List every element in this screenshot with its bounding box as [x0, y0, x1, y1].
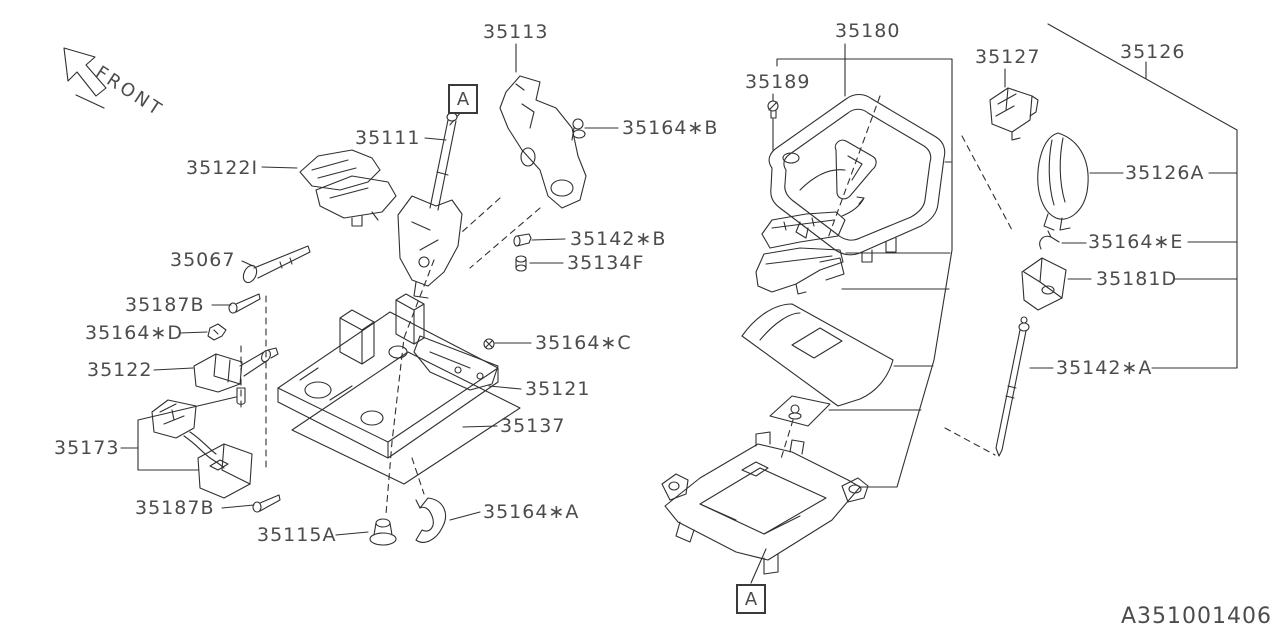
part-label-35187b-lower: 35187B: [135, 497, 215, 519]
part-label-35113: 35113: [483, 21, 549, 43]
part-35181d-drawing: [1022, 258, 1066, 310]
part-35142b-drawing: [514, 234, 531, 246]
part-label-35137: 35137: [500, 415, 566, 437]
pin-drawing: [237, 388, 245, 404]
detail-marker-a-bottom: A: [736, 584, 766, 614]
part-label-35122: 35122: [87, 359, 153, 381]
part-label-35164a: 35164∗A: [483, 501, 580, 523]
part-35180-drawing: [769, 95, 945, 263]
part-35113-drawing: [500, 76, 586, 208]
detail-marker-a-top: A: [448, 84, 478, 114]
part-35164b-drawing: [572, 119, 585, 140]
part-35187b-upper-drawing: [229, 294, 260, 313]
part-label-35067: 35067: [170, 249, 236, 271]
part-35122-drawing: [194, 348, 278, 392]
part-label-35126: 35126: [1120, 41, 1186, 63]
part-35122i-drawing: [300, 150, 396, 226]
part-35127-drawing: [990, 88, 1038, 140]
cover-internal-parts-drawing: [742, 212, 893, 426]
part-label-35142b: 35142∗B: [570, 228, 667, 250]
part-label-35142a: 35142∗A: [1056, 357, 1153, 379]
part-label-35122i: 35122I: [186, 157, 259, 179]
lower-frame-drawing: [662, 432, 868, 574]
part-35115a-drawing: [370, 519, 396, 545]
part-label-35121: 35121: [525, 378, 591, 400]
part-35142a-drawing: [996, 317, 1029, 456]
part-35164a-drawing: [416, 498, 446, 542]
part-label-35164d: 35164∗D: [85, 322, 183, 344]
part-label-35126a: 35126A: [1125, 162, 1205, 184]
front-arrow-icon: [64, 48, 106, 108]
diagram-code: A351001406: [1120, 604, 1272, 629]
dashed-assembly-lines: [241, 96, 1012, 514]
part-label-35189: 35189: [745, 71, 811, 93]
part-35173-drawing: [152, 400, 252, 498]
part-label-35115a: 35115A: [257, 524, 337, 546]
part-label-35187b-upper: 35187B: [125, 294, 205, 316]
part-35126a-drawing: [1038, 133, 1088, 230]
part-35189-drawing: [768, 101, 778, 150]
leader-lines: [121, 24, 1237, 583]
part-label-35111: 35111: [355, 127, 421, 149]
part-label-35164c: 35164∗C: [535, 332, 632, 354]
part-label-35173: 35173: [54, 437, 120, 459]
part-label-35134f: 35134F: [567, 252, 645, 274]
part-35137-drawing: [292, 352, 520, 484]
part-35164d-drawing: [208, 324, 226, 340]
part-label-35127: 35127: [975, 46, 1041, 68]
part-35164e-drawing: [1040, 231, 1059, 249]
part-35187b-lower-drawing: [253, 495, 280, 512]
part-35067-drawing: [241, 246, 310, 285]
part-label-35180: 35180: [835, 20, 901, 42]
part-35134f-drawing: [516, 256, 526, 271]
part-35111-drawing: [430, 113, 457, 210]
part-label-35181d: 35181D: [1096, 268, 1178, 290]
part-label-35164e: 35164∗E: [1088, 231, 1184, 253]
shifter-housing-drawing: [398, 196, 462, 298]
part-35164c-drawing: [484, 339, 494, 349]
part-35121-drawing: [278, 294, 498, 458]
part-label-35164b: 35164∗B: [622, 117, 719, 139]
